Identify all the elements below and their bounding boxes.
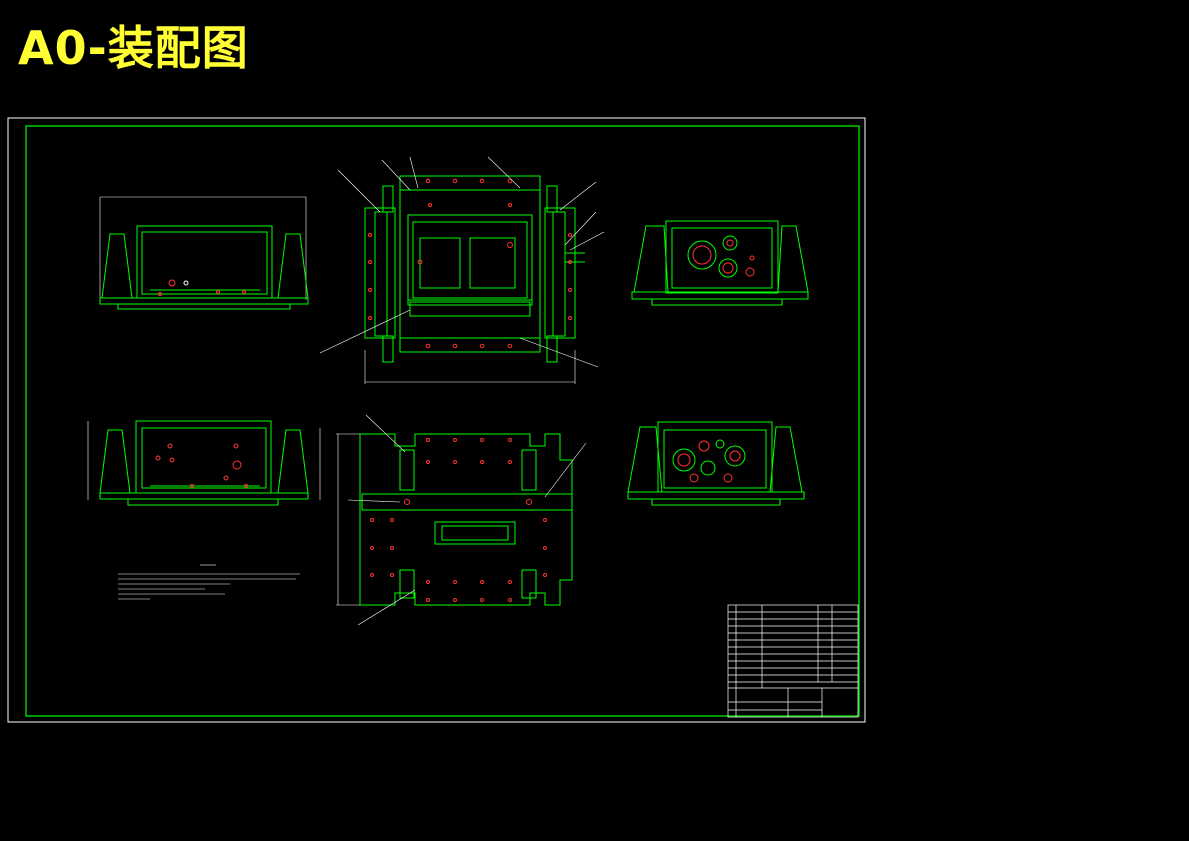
sheet-frame	[7, 117, 866, 723]
view-right-elevation-top	[631, 220, 809, 306]
view-front-elevation	[99, 196, 309, 310]
title-block	[727, 604, 859, 718]
view-top-plan	[319, 156, 605, 384]
view-right-elevation-lower	[627, 421, 805, 506]
technical-notes	[118, 564, 300, 600]
view-bottom-plan	[336, 414, 587, 626]
view-side-elevation	[87, 420, 321, 506]
page-title: A0-装配图	[18, 21, 249, 75]
